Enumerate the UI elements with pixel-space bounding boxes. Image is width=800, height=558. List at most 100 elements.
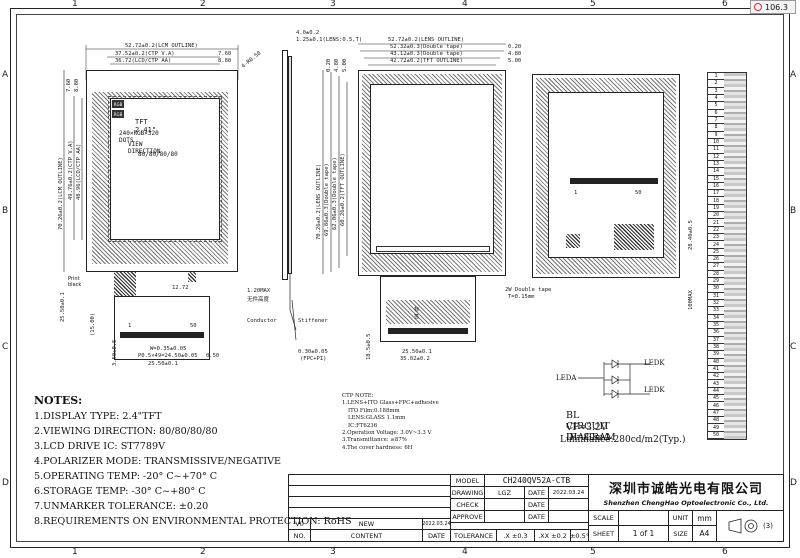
col-marker-6: 6 <box>722 0 728 9</box>
pin-number-cell: 20 <box>708 212 724 220</box>
pin-number-cell: 23 <box>708 234 724 242</box>
check-date-value <box>549 499 589 511</box>
drawing-label: DRAWING <box>451 487 485 499</box>
ctp-note-line-5: 2.Operation Voltage: 3.0V~3.3 V <box>342 430 432 437</box>
drawing-value: LGZ <box>485 487 525 499</box>
sheet-label: SHEET <box>589 526 619 542</box>
print-black-label: Print black <box>68 276 82 288</box>
col-marker-bottom-2: 2 <box>200 547 206 557</box>
dim-ctp-aa: 36.72(LCD/CTP AA) <box>115 58 172 64</box>
pin-number-cell: 2 <box>708 80 724 88</box>
rev-row-empty-3 <box>289 497 451 508</box>
ctp-note-line-2: ITO Film:0.188mm <box>348 407 400 414</box>
pin-number-cell: 31 <box>708 293 724 300</box>
pin-number-cell: 8 <box>708 124 724 132</box>
col-marker-2: 2 <box>200 0 206 9</box>
pin-number-cell: 28 <box>708 271 724 278</box>
pin-number-cell: 48 <box>708 417 724 425</box>
date-value: 2022.03.24 <box>549 487 589 499</box>
pin-number-cell: 27 <box>708 263 724 271</box>
approve-date-value <box>549 511 589 523</box>
pin-number-cell: 33 <box>708 307 724 315</box>
bl-fpc-contacts <box>570 178 658 184</box>
tolerance-x: .X ±0.3 <box>497 530 535 542</box>
pin-number-cell: 3 <box>708 88 724 95</box>
dim-v-double-tape-2: 62.06±0.3(Double tape) <box>332 157 338 230</box>
dim-lens-outline: 52.72±0.2(LENS OUTLINE) <box>388 37 465 43</box>
dim-v-lens-outline: 70.26±0.2(LENS OUTLINE) <box>316 163 322 240</box>
dim-v-3-50: 3.50±0.5 <box>112 339 118 367</box>
back-tft-outline <box>370 84 494 254</box>
double-tape-note: 2W Double tape <box>505 287 552 293</box>
front-ctp-va-outline <box>108 96 222 242</box>
approve-value <box>485 511 525 523</box>
bl-luminance: Luminance:280cd/m2(Typ.) <box>560 435 686 445</box>
title-block: V0 NEW 2022.03.24 NO. CONTENT DATE MODEL… <box>288 474 784 542</box>
pin-number-cell: 46 <box>708 402 724 410</box>
note-line-1: 1.DISPLAY TYPE: 2.4"TFT <box>34 411 162 422</box>
pin-number-cell: 47 <box>708 410 724 418</box>
pin-number-cell: 9 <box>708 132 724 139</box>
dim-v-0-20: 0.20 <box>326 58 332 72</box>
bl-circuit-title: BL CIRCUIT DIAGRAM <box>566 410 616 443</box>
dim-v-tft-outline: 60.26±0.2(TFT OUTLINE) <box>340 153 346 226</box>
unit-value: mm <box>693 511 717 526</box>
drawing-frame <box>10 8 790 548</box>
col-marker-bottom-6: 6 <box>722 547 728 557</box>
pin-number-cell: 4 <box>708 95 724 103</box>
row-marker-right-A: A <box>790 70 797 80</box>
note-line-2: 2.VIEWING DIRECTION: 80/80/80/80 <box>34 426 218 437</box>
pin-number-cell: 45 <box>708 395 724 403</box>
check-value <box>485 499 525 511</box>
row-marker-B: B <box>2 206 9 216</box>
pin-number-cell: 44 <box>708 388 724 396</box>
title-block-spacer <box>451 523 589 530</box>
rev-new: NEW <box>311 519 423 530</box>
pin-number-cell: 38 <box>708 344 724 352</box>
dim-0-50: 0.50 <box>206 353 220 359</box>
pin-number-cell: 36 <box>708 329 724 337</box>
front-fpc-tail <box>114 296 210 360</box>
model-value: CH240QV52A-CTB <box>485 475 589 487</box>
dim-v-7-60: 7.60 <box>66 78 72 92</box>
size-label: SIZE <box>669 526 693 542</box>
ctp-note-line-6: 3.Transmittance: ≥87% <box>342 437 407 444</box>
pin-number-cell: 7 <box>708 117 724 125</box>
zoom-level-indicator[interactable]: 106.3 <box>750 0 796 14</box>
dim-v-28-40: 28.40±0.5 <box>688 220 694 250</box>
back-fpc-contacts <box>388 328 468 334</box>
pin-number-cell: 50 <box>708 432 724 440</box>
dim-lcm-outline: 52.72±0.2(LCM OUTLINE) <box>125 43 198 49</box>
dim-v-15-00: (15.00) <box>90 312 96 336</box>
rev-v0: V0 <box>289 519 311 530</box>
pin-number-cell: 1 <box>708 73 724 81</box>
projection-symbol-icon <box>728 518 758 534</box>
dim-v-lcm-outline: 70.26±0.2(LCM OUTLINE) <box>58 157 64 230</box>
bl-pin50-label: 50 <box>635 190 642 196</box>
pin-number-cell: 29 <box>708 278 724 286</box>
dim-7-60: 7.60 <box>218 51 232 57</box>
pin-function-column-blurred <box>724 73 746 439</box>
side-lens-layer <box>282 50 288 280</box>
dim-tft-outline: 42.72±0.2(TFT OUTLINE) <box>390 58 463 64</box>
row-marker-D: D <box>2 478 9 488</box>
dim-v-4-80: 4.80 <box>334 58 340 72</box>
dim-double-tape-2: 43.12±0.3(Double tape) <box>390 51 463 57</box>
dim-back-35-02: 35.02±0.2 <box>400 356 430 362</box>
ctp-note-line-7: 4.The cover hardness: 6H <box>342 444 413 451</box>
pin-number-cell: 14 <box>708 168 724 176</box>
pin-number-cell: 25 <box>708 249 724 257</box>
rgb-marker-2: RGB <box>112 110 124 118</box>
view-direction-label: VIEW DIRECTION <box>128 141 161 155</box>
front-view-top-dimlines <box>85 45 239 80</box>
rev-no-header: NO. <box>289 530 311 542</box>
note-line-7: 7.UNMARKER TOLERANCE: ±0.20 <box>34 501 209 512</box>
rev-content-header: CONTENT <box>311 530 423 542</box>
bl-pin1-label: 1 <box>574 190 578 196</box>
double-tape-thickness: T=0.15mm <box>508 294 535 300</box>
dim-v-8-80: 8.80 <box>74 78 80 92</box>
row-marker-C: C <box>2 342 9 352</box>
dim-pin-pitch: P0.5×49=24.50±0.05 <box>138 353 198 359</box>
stiffener-label: Stiffener <box>298 318 328 324</box>
dim-1-20-max-cn: 无件高度 <box>247 297 270 303</box>
